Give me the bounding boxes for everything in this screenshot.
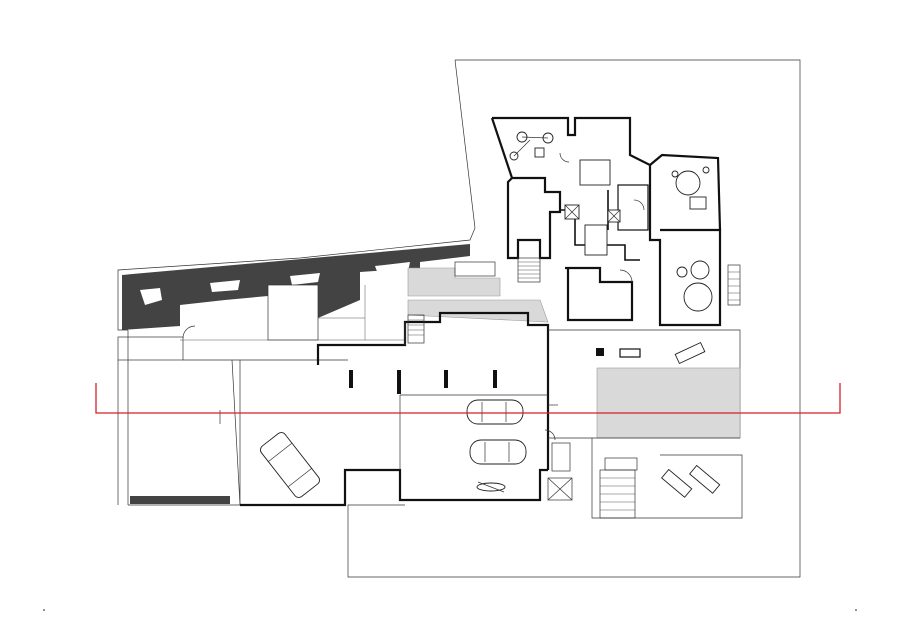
north-living-furniture <box>509 131 554 161</box>
stair-west <box>407 314 425 344</box>
round-table-1 <box>671 166 710 210</box>
section-line <box>95 383 841 414</box>
north-rooms <box>490 116 722 327</box>
entry-ramp <box>407 261 549 323</box>
west-yard <box>117 284 405 506</box>
stair-north <box>517 257 541 283</box>
motorbike <box>476 481 506 493</box>
garden-vegetation <box>122 244 470 504</box>
stair-south <box>599 457 638 519</box>
garage-volume <box>240 311 550 507</box>
pool-area <box>548 329 741 439</box>
site-boundary <box>117 59 801 578</box>
doors <box>182 152 570 441</box>
car-suv <box>260 432 320 498</box>
corner-marks <box>43 609 857 611</box>
car-sedan-2 <box>469 439 527 465</box>
stair-east <box>727 264 741 306</box>
round-table-2 <box>676 260 713 312</box>
car-sedan-1 <box>466 399 524 425</box>
south-terrace <box>547 437 743 519</box>
